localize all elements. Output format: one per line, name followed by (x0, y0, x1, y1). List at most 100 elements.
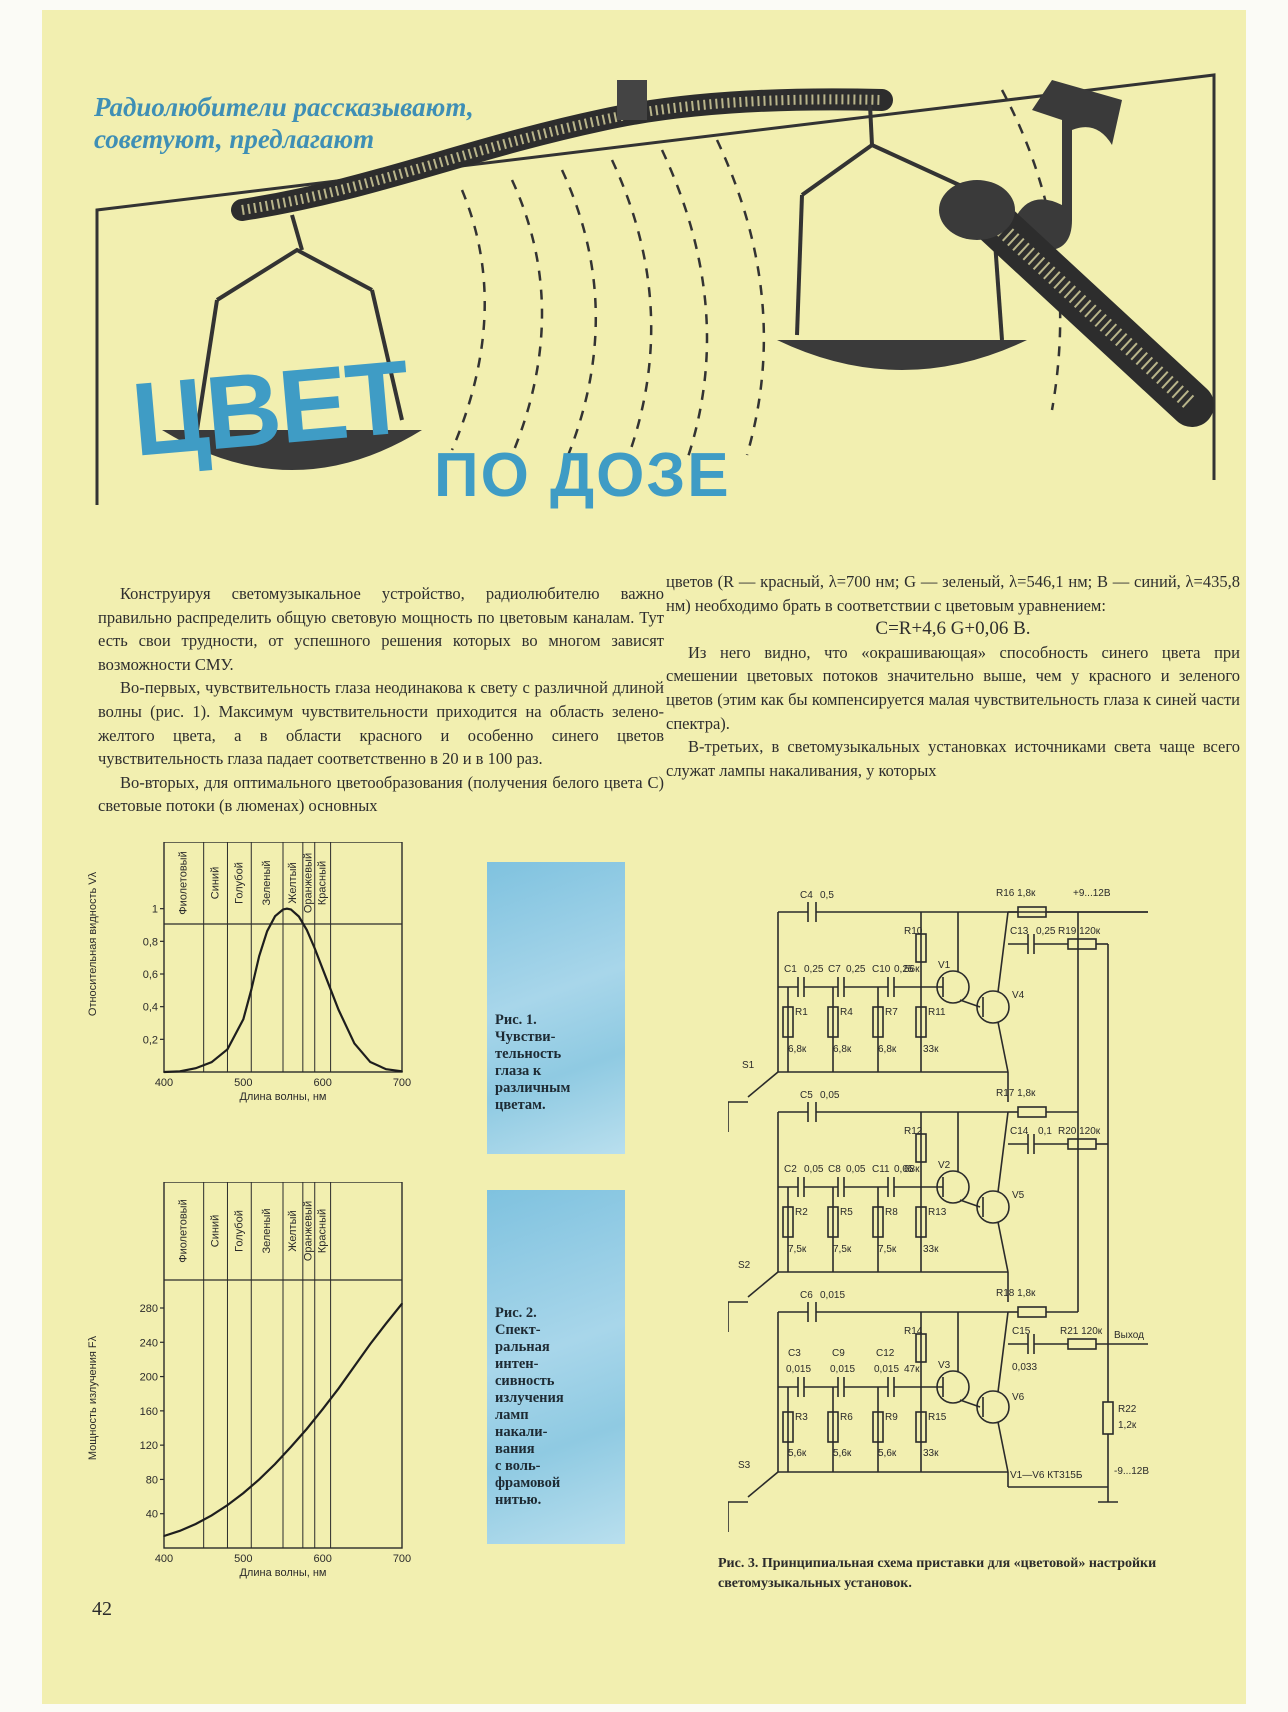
data-point (286, 907, 288, 910)
label-c8-value: 0,05 (846, 1164, 866, 1175)
label-r15: R15 (928, 1412, 947, 1423)
label-r16: R16 1,8к (996, 888, 1036, 899)
color-band-label: Голубой (233, 862, 245, 904)
label-c14-value: 0,1 (1038, 1126, 1052, 1137)
label-r4: R4 (840, 1007, 853, 1018)
label-c6: C6 (800, 1290, 813, 1301)
data-point (274, 1463, 276, 1465)
label-c7-value: 0,25 (846, 964, 866, 975)
label-v3: V3 (938, 1360, 951, 1371)
y-tick-label: 1 (152, 904, 158, 916)
article-left-column: Конструируя светомузыкальное устройство,… (98, 582, 664, 818)
label-c13-value: 0,25 (1036, 926, 1056, 937)
label-r4-value: 6,8к (833, 1044, 852, 1055)
y-tick-label: 40 (146, 1509, 158, 1521)
label-c1: C1 (784, 964, 797, 975)
y-tick-label: 0,2 (143, 1034, 158, 1046)
scale-beam-texture (241, 94, 883, 215)
data-point (337, 1008, 340, 1011)
magazine-page: Радиолюбители рассказывают, советуют, пр… (42, 10, 1246, 1704)
label-c11: C11 (872, 1164, 890, 1175)
label-c3-value: 0,015 (786, 1364, 811, 1375)
y-tick-label: 0,8 (143, 936, 158, 948)
illustration-frame (95, 73, 1216, 505)
fig2-caption-line: накали- (495, 1424, 548, 1440)
label-r18: R18 1,8к (996, 1288, 1036, 1299)
series-line (163, 1303, 403, 1538)
label-v4: V4 (1012, 990, 1025, 1001)
data-point (306, 1428, 308, 1430)
label-output: Выход (1114, 1330, 1144, 1341)
label-r15-value: 33к (923, 1448, 939, 1459)
fig2-caption-line: с воль- (495, 1458, 541, 1474)
label-r6-value: 5,6к (833, 1448, 852, 1459)
data-point (369, 1343, 372, 1345)
color-band-label: Оранжевый (303, 853, 315, 913)
color-band-label: Зеленый (261, 1208, 273, 1253)
fig2-caption-line: Спект- (495, 1322, 541, 1338)
page-number: 42 (92, 1598, 112, 1620)
label-c13: C13 (1010, 926, 1029, 937)
color-band-label: Синий (209, 867, 221, 899)
y-tick-label: 280 (140, 1303, 158, 1315)
data-point (353, 1042, 356, 1045)
data-point (290, 1446, 292, 1448)
label-r13: R13 (928, 1207, 947, 1218)
data-point (298, 915, 300, 918)
label-r17: R17 1,8к (996, 1088, 1036, 1099)
color-band-label: Красный (317, 1209, 329, 1253)
label-c12-value: 0,015 (874, 1364, 899, 1375)
label-r9: R9 (885, 1412, 898, 1423)
label-s2: S2 (738, 1260, 751, 1271)
fig1-caption-line: глаза к (495, 1063, 542, 1079)
fig1-caption-line: Чувстви- (495, 1029, 556, 1045)
rubric-line-2: советуют, предлагают (94, 124, 375, 154)
label-r13-value: 33к (923, 1244, 939, 1255)
data-point (282, 908, 284, 911)
fig2-caption-line: сивность (495, 1373, 555, 1389)
label-c10-value: 0,25 (894, 964, 914, 975)
data-point (385, 1068, 387, 1071)
x-axis-label: Длина волны, нм (239, 1091, 326, 1103)
data-point (401, 1070, 403, 1073)
color-band-label: Голубой (233, 1210, 245, 1252)
label-r20: R20 120к (1058, 1126, 1101, 1137)
y-axis-label: Относительная видность Vλ (87, 871, 99, 1016)
label-c11-value: 0,05 (894, 1164, 914, 1175)
label-r14-value: 47к (904, 1364, 920, 1375)
label-r7-value: 6,8к (878, 1044, 897, 1055)
label-r10: R10 (904, 926, 923, 937)
label-r5-value: 7,5к (833, 1244, 852, 1255)
color-band-label: Красный (317, 861, 329, 905)
label-r6: R6 (840, 1412, 853, 1423)
label-supply-plus: +9...12В (1073, 888, 1111, 899)
label-r1: R1 (795, 1007, 808, 1018)
label-r11-value: 33к (923, 1044, 939, 1055)
label-c2: C2 (784, 1164, 797, 1175)
label-c4: C4 (800, 890, 813, 901)
title-main: ЦВЕТ (127, 339, 413, 479)
tonearm (970, 198, 1214, 427)
label-r19: R19 120к (1058, 926, 1101, 937)
label-r3: R3 (795, 1412, 808, 1423)
data-point (194, 1523, 197, 1525)
y-tick-label: 120 (140, 1440, 158, 1452)
data-point (258, 955, 260, 957)
data-point (163, 1071, 165, 1073)
color-band-label: Зеленый (261, 860, 273, 905)
schematic-wiring (728, 902, 1148, 1532)
data-point (290, 908, 292, 911)
series-line (163, 907, 403, 1074)
color-band-label: Желтый (287, 1210, 299, 1251)
label-r8: R8 (885, 1207, 898, 1218)
color-band-label: Оранжевый (303, 1201, 315, 1261)
data-point (242, 1492, 245, 1494)
y-tick-label: 200 (140, 1372, 158, 1384)
label-r11: R11 (928, 1007, 946, 1018)
label-c9: C9 (832, 1348, 845, 1359)
left-pan (162, 430, 422, 470)
tonearm-head (939, 180, 1015, 240)
